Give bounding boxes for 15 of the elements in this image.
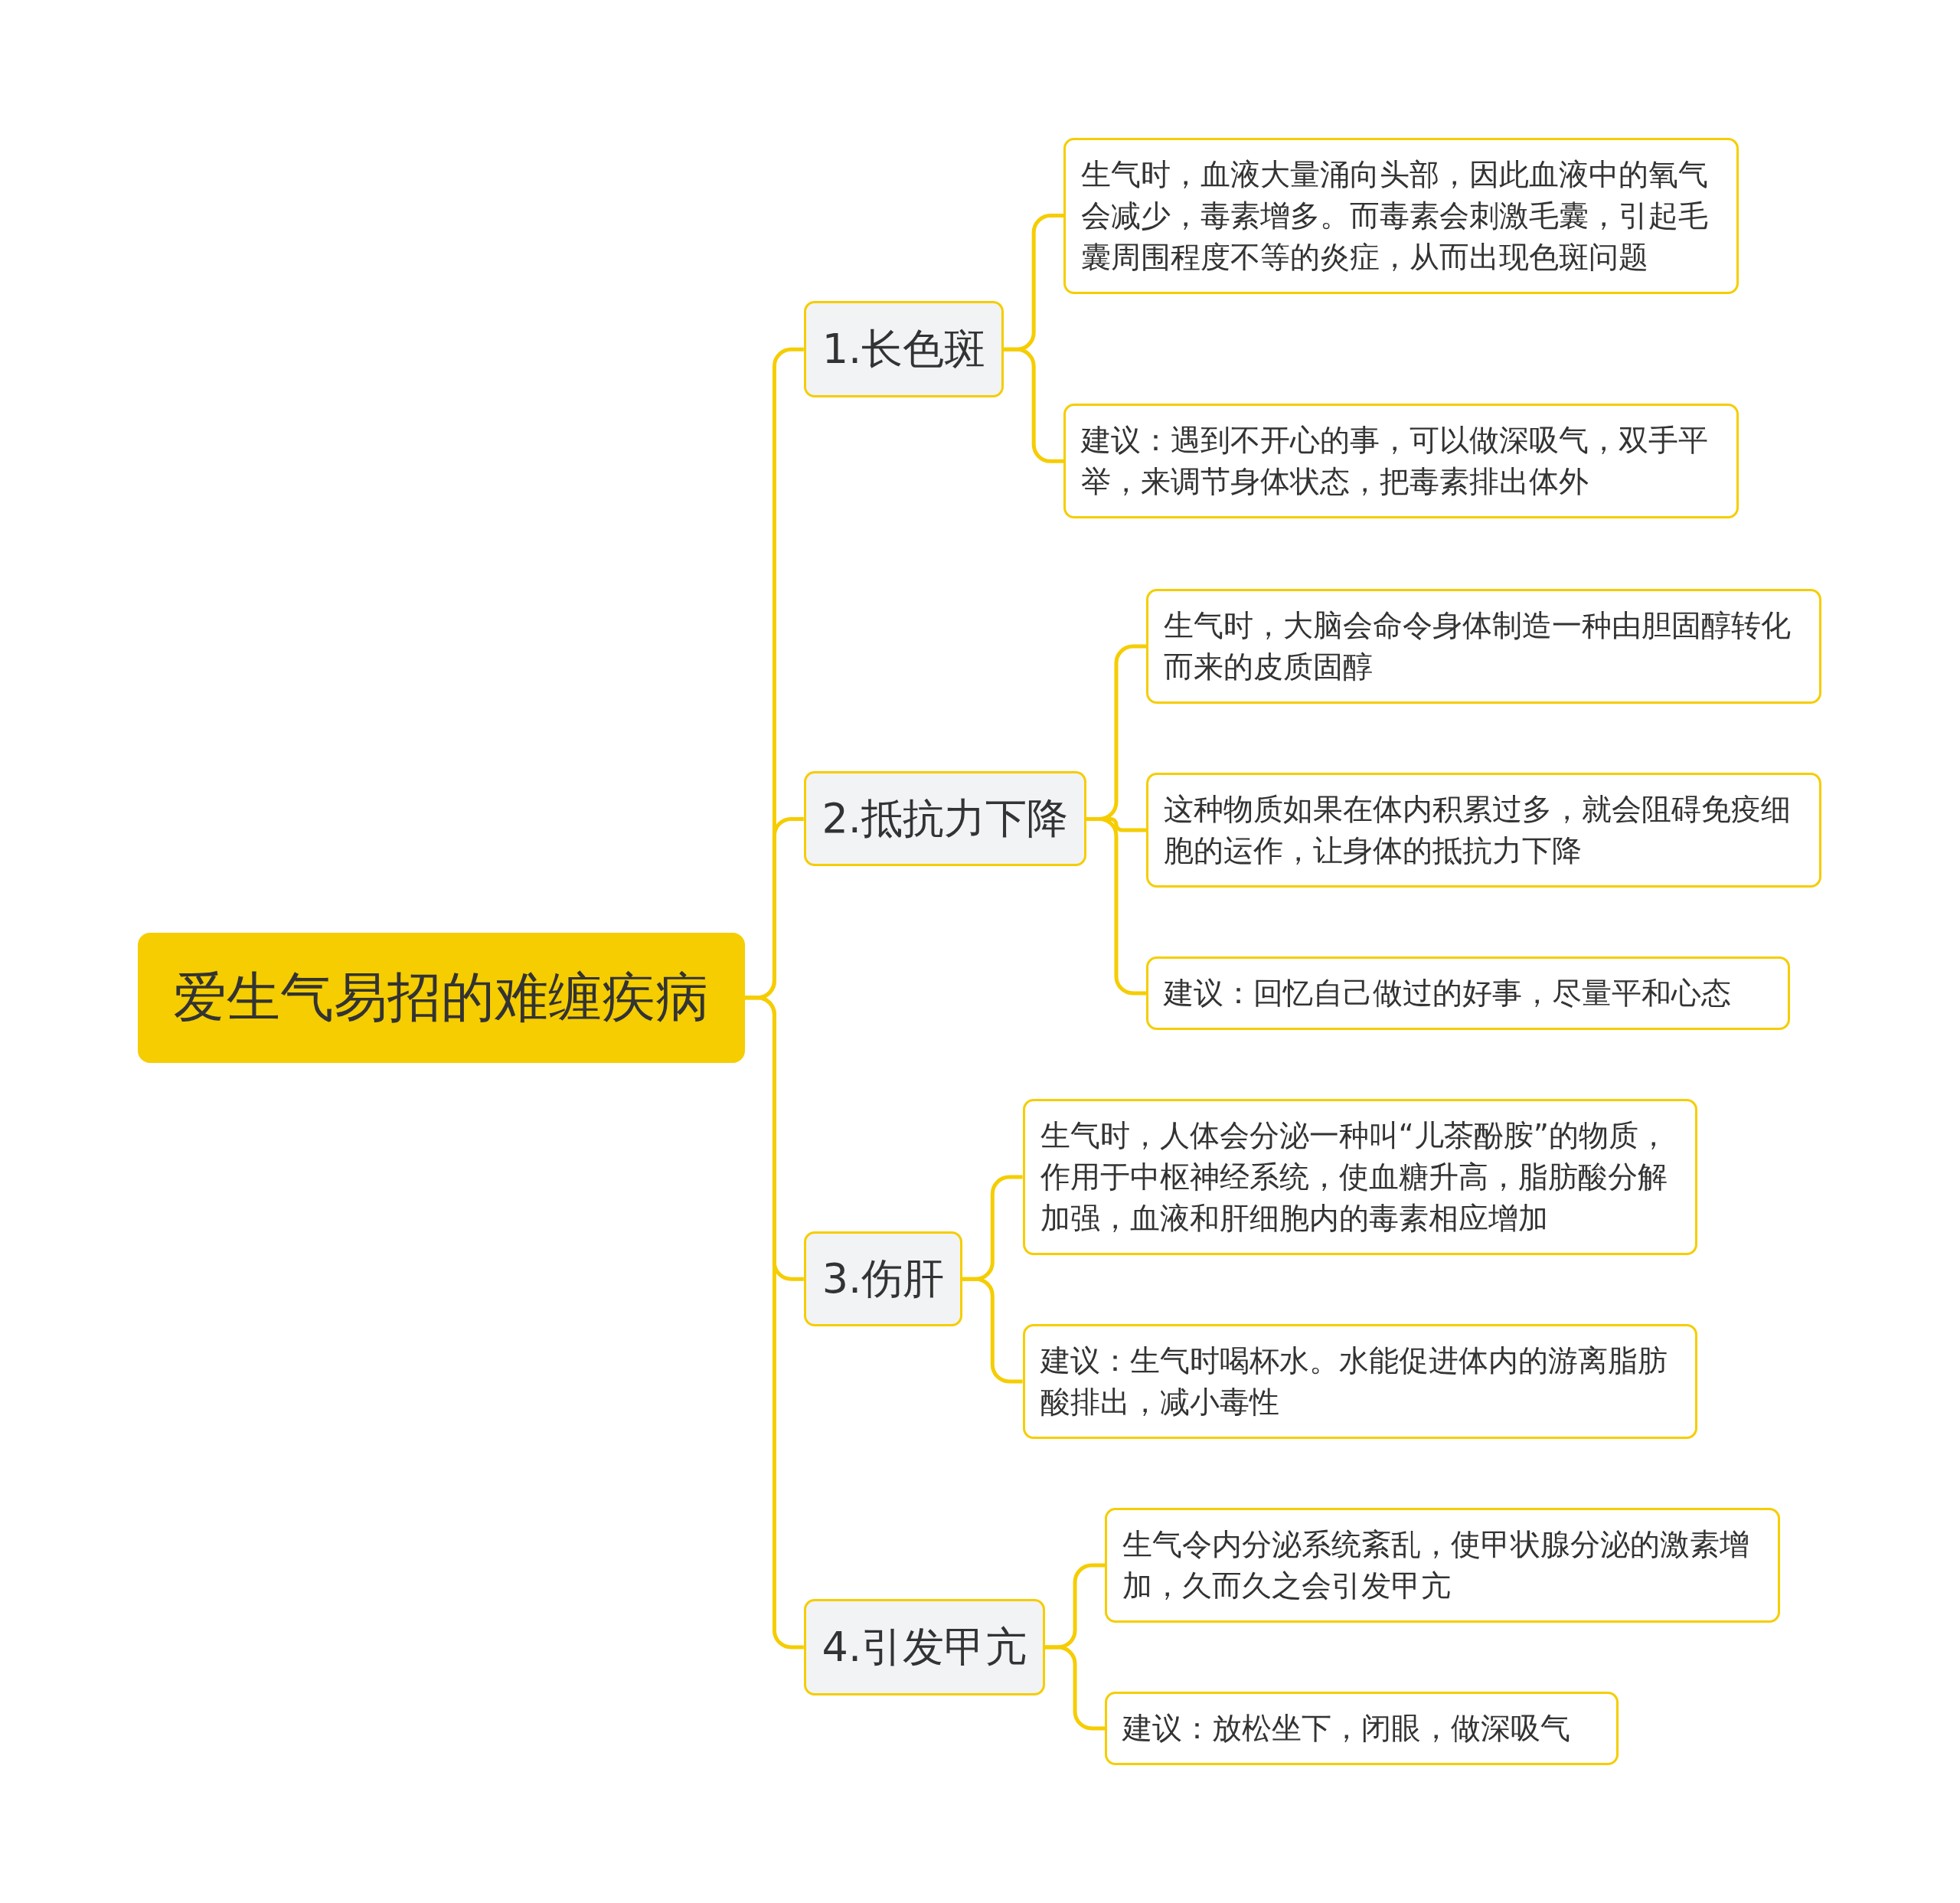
detail-card: 这种物质如果在体内积累过多，就会阻碍免疫细胞的运作，让身体的抵抗力下降 [1146,772,1821,888]
root-topic-box: 爱生气易招的难缠疾病 [137,932,746,1063]
detail-card: 生气时，血液大量涌向头部，因此血液中的氧气会减少，毒素增多。而毒素会刺激毛囊，引起毛囊周围程度不等的炎症，从而出现色斑问题 [1063,137,1739,294]
connector-line [745,996,804,1650]
detail-card: 生气令内分泌系统紊乱，使甲状腺分泌的激素增加，久而久之会引发甲亢 [1105,1507,1780,1623]
detail-card: 生气时，人体会分泌一种叫“儿茶酚胺”的物质，作用于中枢神经系统，使血糖升高，脂肪酸分解加强，血液和肝细胞内的毒素相应增加 [1022,1099,1698,1256]
branch-topic-box: 2.抵抗力下降 [803,771,1086,867]
detail-card: 建议：遇到不开心的事，可以做深吸气，双手平举，来调节身体状态，把毒素排出体外 [1063,404,1739,519]
detail-card: 建议：生气时喝杯水。水能促进体内的游离脂肪酸排出，减小毒性 [1022,1323,1698,1439]
branch-topic-box: 3.伤肝 [803,1231,963,1327]
branch-topic-box: 1.长色斑 [803,301,1004,398]
detail-card: 建议：回忆自己做过的好事，尽量平和心态 [1146,956,1790,1030]
detail-card: 建议：放松坐下，闭眼，做深吸气 [1105,1691,1619,1765]
detail-card: 生气时，大脑会命令身体制造一种由胆固醇转化而来的皮质固醇 [1146,588,1821,704]
branch-topic-box: 4.引发甲亢 [803,1599,1045,1695]
